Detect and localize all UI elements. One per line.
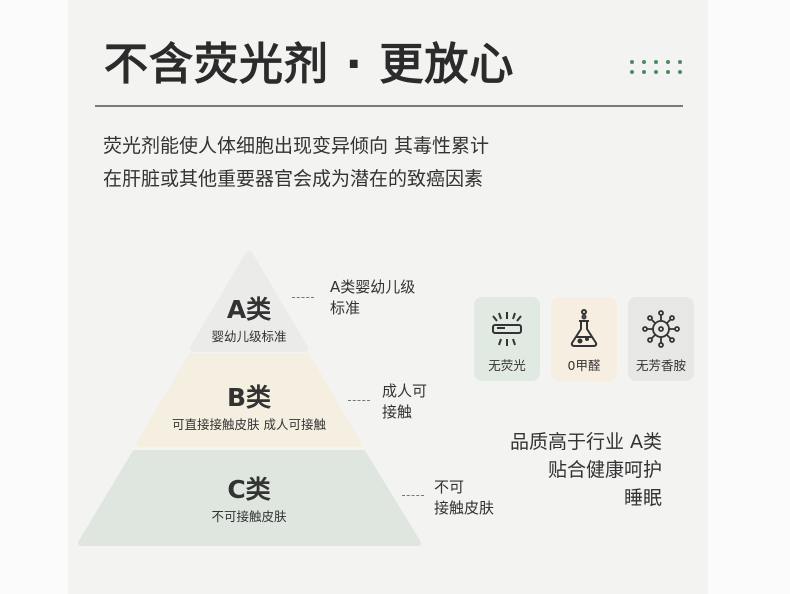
page-title: 不含荧光剂 · 更放心 xyxy=(104,39,515,90)
divider xyxy=(95,105,683,107)
pyramid-tier-c xyxy=(78,450,421,546)
pyramid-tier-a xyxy=(190,251,308,352)
decorative-dots xyxy=(630,60,684,74)
dash-c xyxy=(402,495,424,496)
flask-icon xyxy=(570,309,598,347)
tier-b-note: 成人可接触 xyxy=(382,382,428,421)
uv-lamp-icon xyxy=(492,312,522,346)
dash-b xyxy=(348,400,370,401)
tier-a-note: A类婴幼儿级标准 xyxy=(330,278,416,317)
molecule-icon xyxy=(642,310,680,348)
dash-a xyxy=(292,297,314,298)
quality-claim: 品质高于行业 A类 贴合健康呵护 睡眠 xyxy=(509,431,662,509)
pyramid-tier-b xyxy=(136,353,362,447)
feature-zero-formaldehyde: 0甲醛 xyxy=(551,297,617,381)
tier-c-note: 不可接触皮肤 xyxy=(434,478,495,517)
tier-b-label: B类 可直接接触皮肤 成人可接触 xyxy=(172,383,326,432)
feature-no-aromatic-amine: 无芳香胺 xyxy=(628,297,694,381)
feature-no-fluorescent: 无荧光 xyxy=(474,297,540,381)
description: 荧光剂能使人体细胞出现变异倾向 其毒性累计 在肝脏或其他重要器官会成为潜在的致癌… xyxy=(103,135,490,190)
tier-a-label: A类 婴幼儿级标准 xyxy=(211,295,287,344)
tier-c-label: C类 不可接触皮肤 xyxy=(211,475,287,524)
